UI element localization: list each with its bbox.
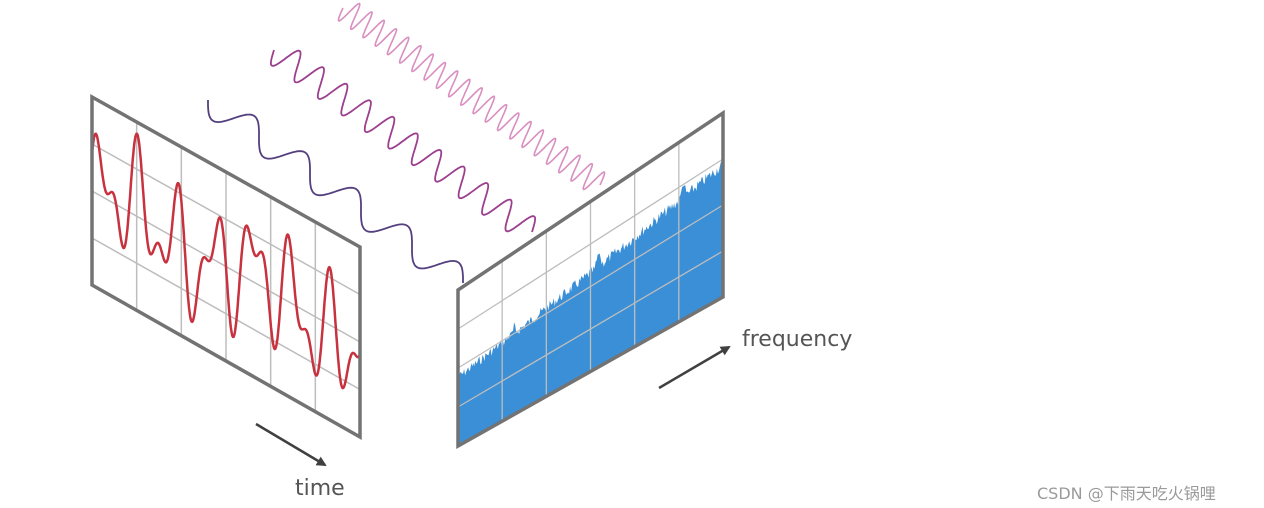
time-signal-curve xyxy=(92,132,360,390)
frequency-axis-label: frequency xyxy=(742,327,853,352)
frequency-panel-border xyxy=(456,109,725,449)
frequency-arrow xyxy=(658,345,731,390)
watermark: CSDN @下雨天吃火锅哩 xyxy=(1037,484,1216,503)
mid-frequency-wave xyxy=(270,49,536,233)
high-frequency-wave xyxy=(337,2,606,191)
frequency-panel-grid xyxy=(457,142,724,422)
time-panel-grid xyxy=(91,122,361,412)
time-panel-border xyxy=(90,94,362,441)
time-axis-label: time xyxy=(295,476,345,501)
time-arrow xyxy=(255,422,327,467)
frequency-domain-panel xyxy=(456,109,725,449)
component-waves xyxy=(207,2,606,283)
low-frequency-wave xyxy=(207,100,464,283)
time-domain-panel xyxy=(90,94,362,441)
